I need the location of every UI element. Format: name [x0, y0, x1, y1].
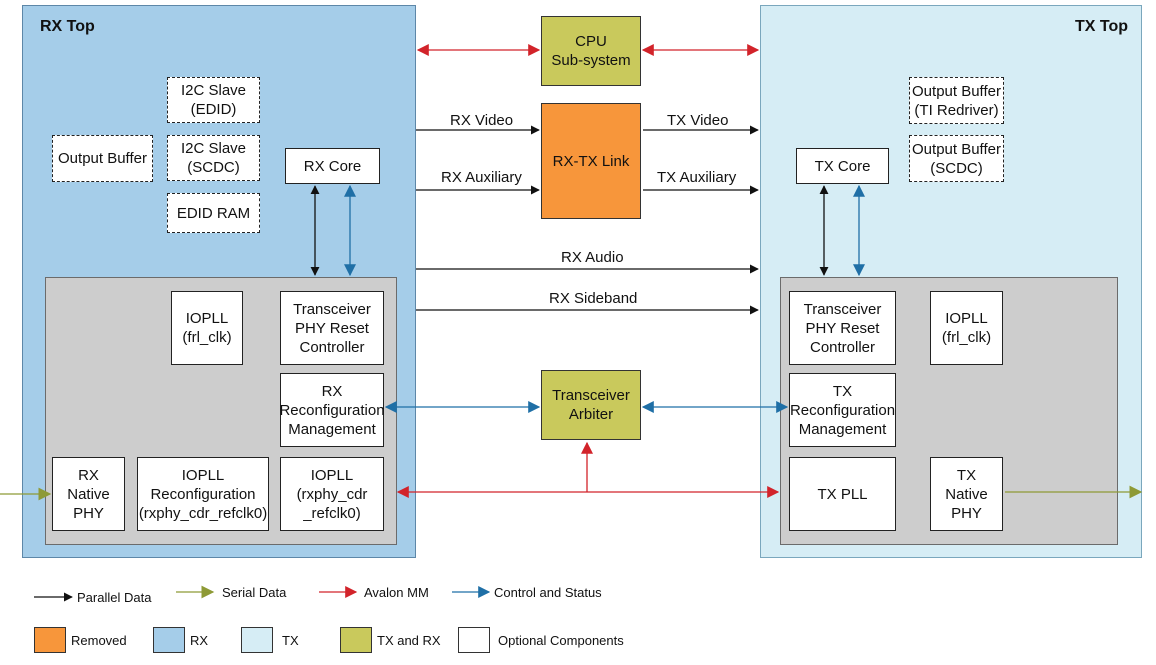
rx-audio-label: RX Audio: [561, 249, 624, 266]
rx-iopll-reconfiguration-block[interactable]: IOPLL Reconfiguration (rxphy_cdr_refclk0…: [137, 457, 269, 531]
legend-tx-swatch: [241, 627, 273, 653]
legend-tx-and-rx-label: TX and RX: [377, 633, 441, 648]
tx-iopll-frl-clk-block[interactable]: IOPLL (frl_clk): [930, 291, 1003, 365]
tx-core-block[interactable]: TX Core: [796, 148, 889, 184]
rx-auxiliary-label: RX Auxiliary: [441, 169, 522, 186]
rx-top-title: RX Top: [40, 18, 95, 35]
tx-native-phy-block[interactable]: TX Native PHY: [930, 457, 1003, 531]
legend-removed-label: Removed: [71, 633, 127, 648]
rx-sideband-label: RX Sideband: [549, 290, 638, 307]
tx-reconfiguration-management-block[interactable]: TX Reconfiguration Management: [789, 373, 896, 447]
legend-optional-components-label: Optional Components: [498, 633, 624, 648]
tx-pll-block[interactable]: TX PLL: [789, 457, 896, 531]
cpu-subsystem-block[interactable]: CPU Sub-system: [541, 16, 641, 86]
rx-reconfiguration-management-block[interactable]: RX Reconfiguration Management: [279, 373, 385, 447]
rx-output-buffer-block[interactable]: Output Buffer: [52, 135, 153, 182]
rx-native-phy-block[interactable]: RX Native PHY: [52, 457, 125, 531]
rx-video-label: RX Video: [450, 112, 514, 129]
rx-phy-reset-controller-block[interactable]: Transceiver PHY Reset Controller: [280, 291, 384, 365]
rx-edid-ram-block[interactable]: EDID RAM: [167, 193, 260, 233]
rx-iopll-frl-clk-block[interactable]: IOPLL (frl_clk): [171, 291, 243, 365]
legend-serial-data-label: Serial Data: [222, 585, 287, 600]
tx-video-label: TX Video: [667, 112, 729, 129]
legend-rx-label: RX: [190, 633, 209, 648]
tx-output-buffer-scdc-block[interactable]: Output Buffer (SCDC): [909, 135, 1004, 182]
legend-parallel-data-label: Parallel Data: [77, 590, 152, 605]
legend-avalon-mm-label: Avalon MM: [364, 585, 429, 600]
rx-iopll-rxphy-cdr-refclk0-block[interactable]: IOPLL (rxphy_cdr _refclk0): [280, 457, 384, 531]
legend-rx-swatch: [153, 627, 185, 653]
rx-i2c-slave-scdc-block[interactable]: I2C Slave (SCDC): [167, 135, 260, 181]
tx-output-buffer-ti-redriver-block[interactable]: Output Buffer (TI Redriver): [909, 77, 1004, 124]
rx-i2c-slave-edid-block[interactable]: I2C Slave (EDID): [167, 77, 260, 123]
legend-removed-swatch: [34, 627, 66, 653]
transceiver-arbiter-block[interactable]: Transceiver Arbiter: [541, 370, 641, 440]
tx-phy-reset-controller-block[interactable]: Transceiver PHY Reset Controller: [789, 291, 896, 365]
legend-tx-label: TX: [282, 633, 299, 648]
legend-optional-swatch: [458, 627, 490, 653]
legend-control-status-label: Control and Status: [494, 585, 602, 600]
rx-tx-link-block[interactable]: RX-TX Link: [541, 103, 641, 219]
tx-top-title: TX Top: [1075, 18, 1129, 35]
rx-core-block[interactable]: RX Core: [285, 148, 380, 184]
legend-tx-and-rx-swatch: [340, 627, 372, 653]
tx-auxiliary-label: TX Auxiliary: [657, 169, 737, 186]
